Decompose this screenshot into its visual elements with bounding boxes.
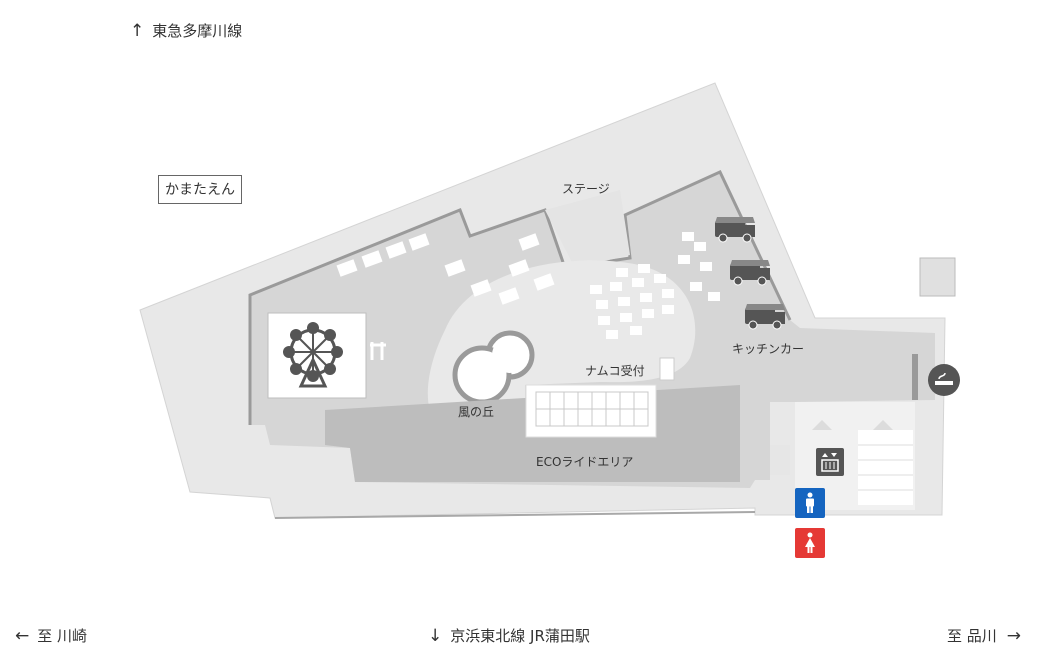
wall-edge-2: [274, 511, 756, 519]
smoking-area-icon: [928, 364, 960, 396]
right-wall-stub: [912, 354, 918, 400]
direction-west-label: 至 川崎: [37, 627, 88, 645]
cafe-tables: [590, 232, 720, 339]
elevator-icon: [816, 448, 844, 476]
kamataen-text: かまたえん: [165, 182, 235, 198]
direction-north-label: 東急多摩川線: [152, 22, 243, 40]
stage-block: [545, 190, 630, 268]
grid-building-cells: [535, 391, 649, 427]
arrow-right-icon: →: [1006, 626, 1022, 646]
stair-arrow-up-1: [812, 420, 832, 430]
direction-east-label: 至 品川: [947, 627, 997, 645]
direction-north: ↑ 東急多摩川線: [130, 20, 242, 41]
direction-south: ↓ 京浜東北線 JR蒲田駅: [428, 625, 590, 646]
kaze-no-oka-label: 風の丘: [458, 405, 495, 419]
kitchen-car-label: キッチンカー: [732, 342, 805, 356]
stair-arrow-up-2: [873, 420, 893, 430]
food-truck-icon: [715, 217, 755, 243]
food-truck-icon: [730, 260, 770, 286]
direction-south-label: 京浜東北線 JR蒲田駅: [450, 627, 590, 645]
stair-lines: [858, 444, 913, 491]
arrow-up-icon: ↑: [130, 21, 145, 41]
gate-structure: [370, 342, 386, 360]
direction-west: ← 至 川崎: [15, 625, 87, 646]
ferris-wheel-icon: [283, 322, 343, 388]
seating-tables: [336, 233, 555, 305]
stage-label: ステージ: [562, 182, 610, 196]
eco-ride-area-label: ECOライドエリア: [536, 455, 634, 469]
direction-east: 至 品川 →: [947, 625, 1021, 646]
womens-restroom-icon: [795, 528, 825, 558]
grid-building: [525, 384, 657, 438]
namco-reception-label: ナムコ受付: [585, 364, 645, 378]
wall-edge: [248, 170, 792, 425]
kamataen-label: かまたえん: [158, 175, 242, 204]
food-truck-icon: [745, 304, 785, 330]
namco-booth: [659, 357, 675, 381]
arrow-down-icon: ↓: [428, 626, 443, 646]
left-small-step: [770, 445, 790, 475]
stairs: [858, 430, 913, 505]
mens-restroom-icon: [795, 488, 825, 518]
small-outbuilding: [919, 257, 956, 297]
arrow-left-icon: ←: [15, 626, 30, 646]
